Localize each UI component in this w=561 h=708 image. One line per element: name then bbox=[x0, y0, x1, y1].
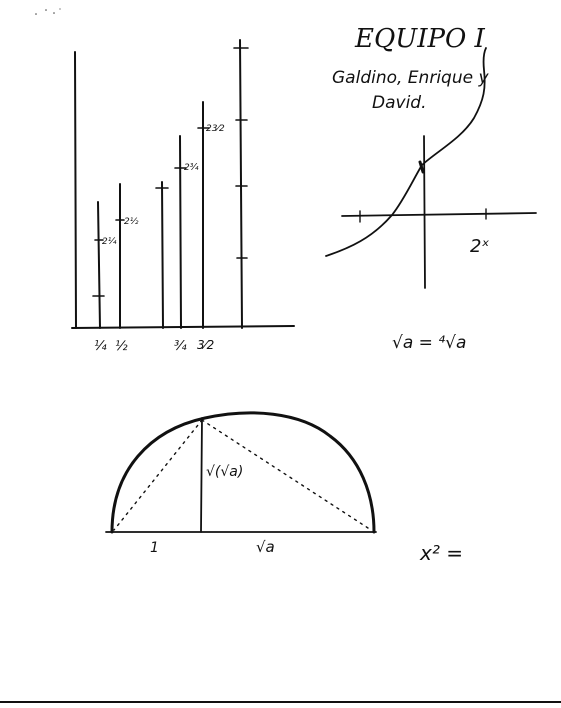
semicircle-left-chord bbox=[113, 419, 203, 531]
side-formula: x² = bbox=[419, 541, 463, 565]
bar-quarter bbox=[97, 201, 101, 329]
bar-three-quarter bbox=[179, 135, 182, 329]
graph-function-label: 2ˣ bbox=[470, 236, 489, 257]
bar-mark-three-half: 23⁄2 bbox=[206, 124, 225, 134]
bar-tall-left bbox=[74, 51, 77, 329]
bar-label-three-quarter: ¾ bbox=[174, 339, 187, 354]
bar-label-quarter: ¼ bbox=[94, 339, 107, 354]
authors-line-1: Galdino, Enrique y bbox=[332, 68, 489, 88]
authors-line-2: David. bbox=[372, 93, 427, 113]
semicircle-base-right-label: √a bbox=[256, 538, 275, 556]
bar-mark-quarter: 2¼ bbox=[102, 237, 117, 247]
semicircle-construction: √(√a) 1 √a bbox=[105, 411, 377, 556]
semicircle-base-left-label: 1 bbox=[150, 540, 159, 556]
bar-sketch: 2¼ 2½ 2¾ 23⁄2 ¼ ½ ¾ 3⁄2 bbox=[71, 39, 295, 354]
root-identity: √a = ⁴√a bbox=[392, 333, 466, 353]
graph-ticks bbox=[359, 208, 487, 223]
graph-x-axis bbox=[341, 212, 537, 217]
semicircle-arc bbox=[110, 411, 376, 534]
graph-intercept-mark bbox=[418, 160, 425, 174]
bar-mark-half: 2½ bbox=[124, 217, 139, 227]
semicircle-height-label: √(√a) bbox=[206, 464, 243, 480]
semicircle-right-chord bbox=[201, 419, 369, 529]
graph-y-axis bbox=[423, 135, 426, 289]
bar-label-three-half: 3⁄2 bbox=[197, 338, 214, 352]
bar-tallest bbox=[239, 39, 243, 329]
bar-tick-marks bbox=[92, 47, 249, 297]
bar-one bbox=[161, 181, 164, 329]
bar-baseline bbox=[71, 325, 295, 329]
exponential-graph: 2ˣ bbox=[325, 47, 537, 289]
bar-label-half: ½ bbox=[115, 339, 128, 354]
page-title: EQUIPO I bbox=[354, 24, 486, 54]
paper-speckles bbox=[35, 8, 61, 15]
bar-mark-three-quarter: 2¾ bbox=[184, 163, 199, 173]
semicircle-perpendicular bbox=[200, 417, 203, 533]
graph-curve bbox=[325, 47, 487, 257]
